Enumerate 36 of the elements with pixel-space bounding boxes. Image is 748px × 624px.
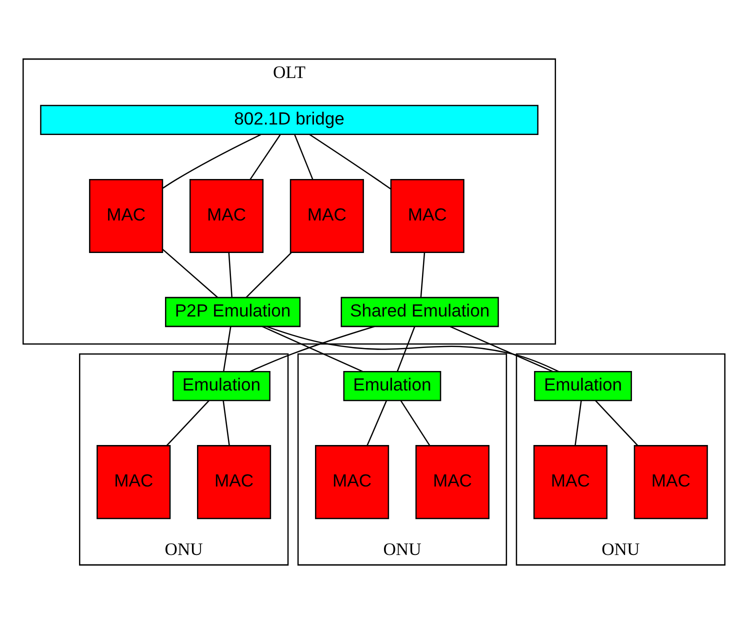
connector <box>366 400 388 446</box>
node-box: MAC <box>189 178 264 253</box>
node-box: Shared Emulation <box>340 296 499 328</box>
connector <box>162 134 262 189</box>
connector <box>294 134 314 180</box>
connector <box>450 326 554 372</box>
node-box: MAC <box>390 178 464 253</box>
connector <box>574 400 582 446</box>
connector <box>162 248 218 298</box>
connector <box>262 326 364 372</box>
node-box: P2P Emulation <box>165 296 301 328</box>
connector <box>266 326 559 372</box>
node-box: Emulation <box>172 371 270 402</box>
connector <box>166 400 210 446</box>
node-box: MAC <box>415 445 490 520</box>
connector <box>420 252 426 298</box>
connector <box>595 400 638 446</box>
node-box: MAC <box>89 178 164 253</box>
node-box: MAC <box>533 445 608 520</box>
node-box: MAC <box>634 445 708 520</box>
node-box: Emulation <box>534 371 632 402</box>
connector <box>222 326 232 372</box>
node-box: Emulation <box>343 371 442 402</box>
node-box: MAC <box>197 445 272 520</box>
node-box: MAC <box>96 445 171 520</box>
connector <box>400 400 430 446</box>
node-box: MAC <box>290 178 364 253</box>
connector <box>250 134 281 180</box>
node-box: MAC <box>315 445 390 520</box>
node-box: 802.1D bridge <box>40 104 538 135</box>
connector <box>222 400 230 446</box>
connector <box>246 252 292 298</box>
connector <box>250 326 375 372</box>
connector <box>228 252 233 298</box>
connector <box>309 134 392 190</box>
connector <box>396 326 416 372</box>
